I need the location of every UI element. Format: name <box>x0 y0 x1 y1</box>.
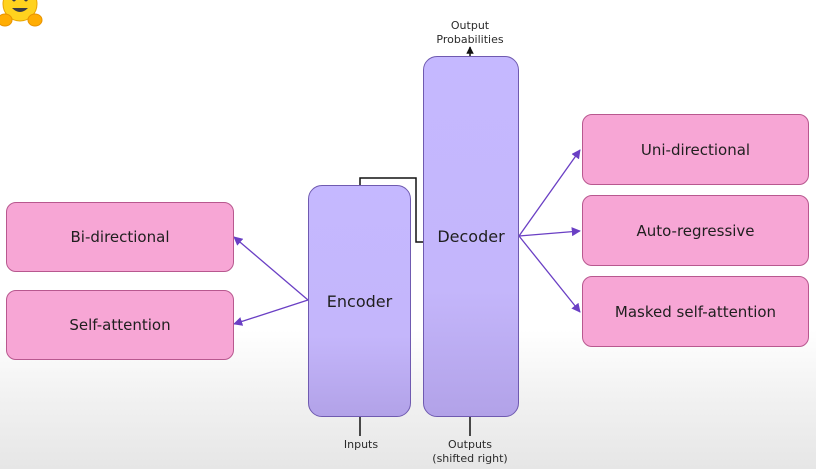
encoder-decoder-connection <box>359 177 423 243</box>
uni-directional-label: Uni-directional <box>640 140 751 159</box>
masked-self-attention-box: Masked self-attention <box>582 276 809 347</box>
arrow-decoder-to-uni-directional <box>518 149 581 237</box>
outputs-shifted-right-label: Outputs (shifted right) <box>418 438 522 466</box>
decoder-label: Decoder <box>437 227 505 246</box>
arrow-decoder-to-masked-self-attention <box>518 235 581 313</box>
uni-directional-box: Uni-directional <box>582 114 809 185</box>
inputs-label: Inputs <box>343 438 379 451</box>
self-attention-box: Self-attention <box>6 290 234 360</box>
arrow-decoder-to-auto-regressive <box>518 227 581 237</box>
output-label-line1: Output <box>450 19 490 32</box>
encoder-label: Encoder <box>326 291 393 311</box>
encoder-block: Encoder <box>308 185 411 417</box>
auto-regressive-label: Auto-regressive <box>636 221 755 240</box>
outputs-label-line1: Outputs <box>448 438 492 451</box>
output-label-line2: Probabilities <box>436 33 504 46</box>
decoder-block: Decoder <box>423 56 519 417</box>
auto-regressive-box: Auto-regressive <box>582 195 809 266</box>
hugging-face-logo-icon <box>0 0 44 34</box>
arrow-encoder-to-bi-directional <box>233 236 309 301</box>
bi-directional-label: Bi-directional <box>70 228 170 246</box>
arrow-encoder-to-self-attention <box>233 299 309 326</box>
masked-self-attention-label: Masked self-attention <box>614 302 777 321</box>
self-attention-label: Self-attention <box>69 316 171 334</box>
outputs-label-line2: (shifted right) <box>432 452 508 465</box>
output-probabilities-label: Output Probabilities <box>420 19 520 47</box>
bi-directional-box: Bi-directional <box>6 202 234 272</box>
